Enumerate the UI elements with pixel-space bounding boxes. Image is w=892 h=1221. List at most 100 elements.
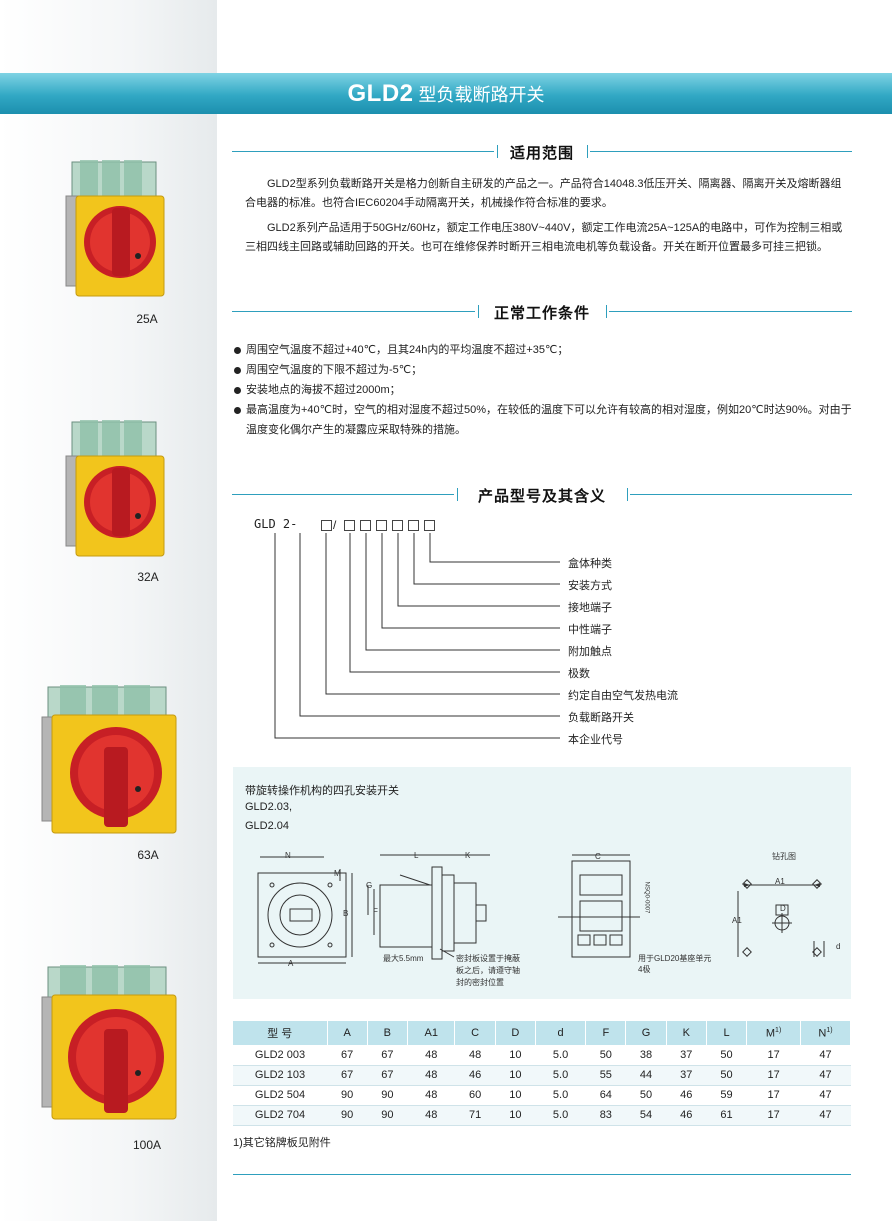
legend-item: 本企业代号 bbox=[568, 734, 623, 746]
page-title: GLD2 型负载断路开关 bbox=[0, 73, 892, 114]
table-cell: 71 bbox=[454, 1105, 496, 1126]
table-cell: 55 bbox=[585, 1065, 626, 1086]
table-cell: 5.0 bbox=[535, 1105, 586, 1126]
bullet-icon bbox=[234, 407, 241, 414]
table-cell: GLD2 704 bbox=[233, 1105, 327, 1126]
section-heading-scope: 适用范围 bbox=[232, 142, 852, 162]
table-cell: GLD2 003 bbox=[233, 1045, 327, 1066]
dim-label-l: L bbox=[414, 851, 419, 860]
product-label-63a: 63A bbox=[137, 848, 159, 862]
table-cell: 5.0 bbox=[535, 1045, 586, 1066]
table-cell: 67 bbox=[327, 1045, 368, 1066]
legend-item: 接地端子 bbox=[568, 602, 612, 614]
table-cell: 50 bbox=[706, 1065, 747, 1086]
dim-label-d-lower: d bbox=[836, 942, 841, 951]
column-header: L bbox=[706, 1021, 748, 1045]
product-label-32a: 32A bbox=[137, 570, 159, 584]
table-cell: 90 bbox=[367, 1105, 408, 1126]
column-header: A bbox=[327, 1021, 368, 1045]
table-cell: 90 bbox=[327, 1085, 368, 1106]
table-cell: 5.0 bbox=[535, 1065, 586, 1086]
list-item: 周围空气温度不超过+40℃，且其24h内的平均温度不超过+35℃； bbox=[234, 340, 854, 360]
note-max: 最大5.5mm bbox=[383, 954, 424, 963]
table-cell: 38 bbox=[625, 1045, 667, 1066]
product-image-25a bbox=[65, 160, 165, 297]
column-header: G bbox=[625, 1021, 667, 1045]
column-header: D bbox=[495, 1021, 536, 1045]
table-cell: 17 bbox=[746, 1045, 801, 1066]
legend-item: 极数 bbox=[568, 668, 590, 680]
section-title-conditions: 正常工作条件 bbox=[493, 305, 590, 322]
table-cell: 48 bbox=[407, 1105, 455, 1126]
table-cell: 54 bbox=[625, 1105, 667, 1126]
table-cell: 10 bbox=[495, 1065, 536, 1086]
diagram-model-2: GLD2.04 bbox=[245, 820, 290, 832]
note-seal-3: 封的密封位置 bbox=[456, 978, 504, 987]
note-nsq: NSQ0-0007 bbox=[643, 881, 650, 914]
table-cell: 64 bbox=[585, 1085, 626, 1106]
table-cell: 10 bbox=[495, 1045, 536, 1066]
table-cell: 17 bbox=[746, 1085, 801, 1106]
note-seal-2: 板之后，请遵守轴 bbox=[456, 966, 520, 975]
table-cell: 60 bbox=[454, 1085, 496, 1106]
title-banner bbox=[0, 73, 892, 114]
table-cell: 37 bbox=[666, 1045, 707, 1066]
drill-diagram-title: 钻孔图 bbox=[772, 852, 796, 861]
table-header-row: 型 号 A B A1 C D d F G K L M1) N1) bbox=[233, 1021, 851, 1045]
list-item: 周围空气温度的下限不超过为-5℃； bbox=[234, 360, 854, 380]
table-cell: 50 bbox=[706, 1045, 747, 1066]
table-cell: 44 bbox=[625, 1065, 667, 1086]
list-item: 安装地点的海拔不超过2000m； bbox=[234, 380, 854, 400]
dim-label-d-upper: D bbox=[780, 904, 786, 913]
column-header: B bbox=[367, 1021, 408, 1045]
table-cell: 61 bbox=[706, 1105, 747, 1126]
column-header: 型 号 bbox=[233, 1021, 328, 1045]
dimension-drawings bbox=[257, 854, 825, 964]
section-title-model: 产品型号及其含义 bbox=[477, 488, 606, 505]
table-cell: 48 bbox=[407, 1045, 455, 1066]
table-cell: 10 bbox=[495, 1085, 536, 1106]
bullet-icon bbox=[234, 387, 241, 394]
table-cell: 48 bbox=[407, 1085, 455, 1106]
title-model: GLD2 bbox=[347, 80, 414, 107]
column-header: K bbox=[666, 1021, 707, 1045]
table-footnote: 1)其它铭牌板见附件 bbox=[233, 1137, 331, 1149]
table-cell: GLD2 103 bbox=[233, 1065, 327, 1086]
column-header: N1) bbox=[800, 1021, 851, 1045]
diagram-model-1: GLD2.03, bbox=[245, 801, 293, 813]
table-cell: 46 bbox=[666, 1105, 707, 1126]
table-cell: 50 bbox=[585, 1045, 626, 1066]
product-label-100a: 100A bbox=[132, 1138, 162, 1152]
table-cell: 83 bbox=[585, 1105, 626, 1126]
model-code: GLD 2- bbox=[254, 517, 298, 531]
dim-label-k: K bbox=[465, 851, 471, 860]
product-image-63a bbox=[41, 685, 177, 834]
table-cell: 67 bbox=[367, 1045, 408, 1066]
dimension-diagram-panel bbox=[233, 767, 851, 999]
column-header: C bbox=[454, 1021, 496, 1045]
table-cell: 17 bbox=[746, 1065, 801, 1086]
model-code-connector-lines bbox=[274, 533, 560, 739]
table-cell: 46 bbox=[666, 1085, 707, 1106]
dim-label-a: A bbox=[288, 959, 294, 968]
spec-table: 型 号 A B A1 C D d F G K L M1) N1) GLD2 00… bbox=[233, 1021, 851, 1126]
product-image-32a bbox=[65, 420, 165, 557]
dim-label-a1-vertical: A1 bbox=[732, 916, 742, 925]
bottom-divider bbox=[233, 1174, 851, 1175]
table-cell: 17 bbox=[746, 1105, 801, 1126]
conditions-list: 周围空气温度不超过+40℃，且其24h内的平均温度不超过+35℃； 周围空气温度… bbox=[234, 340, 854, 440]
section-heading-conditions: 正常工作条件 bbox=[232, 302, 852, 322]
table-cell: 37 bbox=[666, 1065, 707, 1086]
note-base-1: 用于GLD20基座单元 bbox=[638, 954, 712, 963]
bullet-icon bbox=[234, 367, 241, 374]
product-label-25a: 25A bbox=[136, 312, 158, 326]
dim-label-m: M bbox=[334, 869, 341, 878]
table-cell: 59 bbox=[706, 1085, 747, 1106]
dim-label-n: N bbox=[285, 851, 291, 860]
legend-item: 盒体种类 bbox=[568, 558, 612, 570]
column-header: F bbox=[585, 1021, 627, 1045]
legend-item: 负载断路开关 bbox=[568, 712, 634, 724]
